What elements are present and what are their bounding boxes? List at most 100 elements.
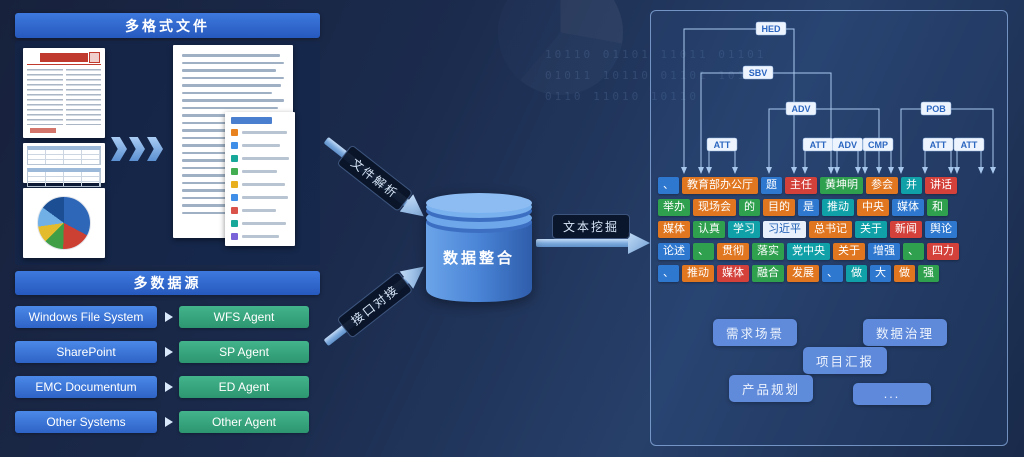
multi-data-sources-title: 多数据源	[133, 275, 202, 291]
parse-token: 论述	[658, 243, 690, 260]
dependency-arc-label: ATT	[810, 140, 827, 150]
multi-data-sources-header: 多数据源	[15, 271, 320, 295]
chevron-icon	[111, 137, 127, 161]
text-mining-label: 文本挖掘	[552, 214, 631, 239]
parse-token: 总书记	[809, 221, 852, 238]
agent-button: ED Agent	[179, 376, 309, 398]
database-label: 数据整合	[443, 249, 515, 267]
topic-pill: 数据治理	[863, 319, 948, 346]
parse-token: 媒体	[717, 265, 749, 282]
parse-token: 推动	[822, 199, 854, 216]
newspaper-columns	[23, 67, 105, 127]
list-row-text-bar	[242, 131, 288, 134]
parse-token: 大	[870, 265, 891, 282]
list-row-color-chip	[231, 168, 238, 175]
parse-token: 题	[761, 177, 782, 194]
parse-token: 强	[918, 265, 939, 282]
parse-token: 关于	[833, 243, 865, 260]
parse-token: 发展	[787, 265, 819, 282]
parse-token: 、	[693, 243, 714, 260]
token-row: 、教育部办公厅题主任黄坤明参会并讲话	[658, 177, 1002, 194]
file-parse-arrow: 文件解析	[319, 131, 431, 226]
list-row-color-chip	[231, 220, 238, 227]
parse-token: 推动	[682, 265, 714, 282]
text-line	[182, 91, 272, 94]
dependency-arc-label: ATT	[714, 140, 731, 150]
parse-token: 新闻	[890, 221, 922, 238]
parse-token: 讲话	[925, 177, 957, 194]
parse-token: 中央	[857, 199, 889, 216]
arrow-right-icon	[165, 312, 173, 322]
newspaper-seal	[89, 52, 100, 63]
list-row-color-chip	[231, 155, 238, 162]
parse-token: 关于	[855, 221, 887, 238]
chevron-icon	[147, 137, 163, 161]
parse-token: 认真	[693, 221, 725, 238]
arrow-right-icon	[165, 417, 173, 427]
list-row-color-chip	[231, 233, 238, 240]
dependency-arc-label: SBV	[749, 68, 768, 78]
text-line	[182, 84, 281, 87]
list-row-text-bar	[242, 209, 276, 212]
data-source-button: Other Systems	[15, 411, 157, 433]
parse-token: 做	[894, 265, 915, 282]
data-source-button: SharePoint	[15, 341, 157, 363]
newspaper-column-text	[65, 69, 101, 125]
arrow-shaft	[536, 239, 635, 247]
multi-format-files-title: 多格式文件	[125, 17, 210, 34]
list-row	[231, 194, 289, 201]
list-row-text-bar	[242, 235, 280, 238]
multi-format-files-header: 多格式文件	[15, 13, 320, 38]
parse-token: 习近平	[763, 221, 806, 238]
list-row-color-chip	[231, 194, 238, 201]
dependency-arc-label: HED	[761, 24, 781, 34]
parse-token: 贯彻	[717, 243, 749, 260]
newspaper-red-note	[30, 128, 56, 133]
parse-token: 舆论	[925, 221, 957, 238]
list-row-text-bar	[242, 144, 281, 147]
arrow-right-icon	[165, 382, 173, 392]
parse-token: 是	[798, 199, 819, 216]
arrow-right-icon	[165, 347, 173, 357]
list-row	[231, 168, 289, 175]
parse-token: 学习	[728, 221, 760, 238]
parse-token: 、	[658, 265, 679, 282]
pie-chart-thumbnail	[23, 188, 105, 258]
parse-token: 落实	[752, 243, 784, 260]
text-line	[182, 76, 284, 79]
topic-pill: ...	[853, 383, 931, 405]
newspaper-thumbnail	[23, 48, 105, 138]
list-row	[231, 181, 289, 188]
parse-token: 做	[846, 265, 867, 282]
list-document-preview	[225, 112, 295, 246]
parse-token: 、	[903, 243, 924, 260]
parse-token: 、	[822, 265, 843, 282]
parse-token: 现场会	[693, 199, 736, 216]
parse-token: 的	[739, 199, 760, 216]
token-grid: 、教育部办公厅题主任黄坤明参会并讲话举办现场会的目的是推动中央媒体和媒体认真学习…	[658, 177, 1002, 287]
data-source-button: EMC Documentum	[15, 376, 157, 398]
list-row-text-bar	[242, 157, 289, 160]
interface-connect-arrow: 接口对接	[319, 257, 431, 352]
list-row-color-chip	[231, 129, 238, 136]
list-row	[231, 207, 289, 214]
parse-token: 媒体	[892, 199, 924, 216]
list-row	[231, 233, 289, 240]
list-row-text-bar	[242, 196, 289, 199]
list-row	[231, 155, 289, 162]
topic-pill: 项目汇报	[803, 347, 888, 374]
parse-token: 和	[927, 199, 948, 216]
parse-token: 黄坤明	[820, 177, 863, 194]
mini-table	[27, 168, 101, 187]
agent-button: Other Agent	[179, 411, 309, 433]
dependency-arc-label: POB	[926, 104, 946, 114]
parse-token: 举办	[658, 199, 690, 216]
list-row-text-bar	[242, 222, 287, 225]
parse-token: 党中央	[787, 243, 830, 260]
newspaper-masthead	[40, 53, 88, 62]
